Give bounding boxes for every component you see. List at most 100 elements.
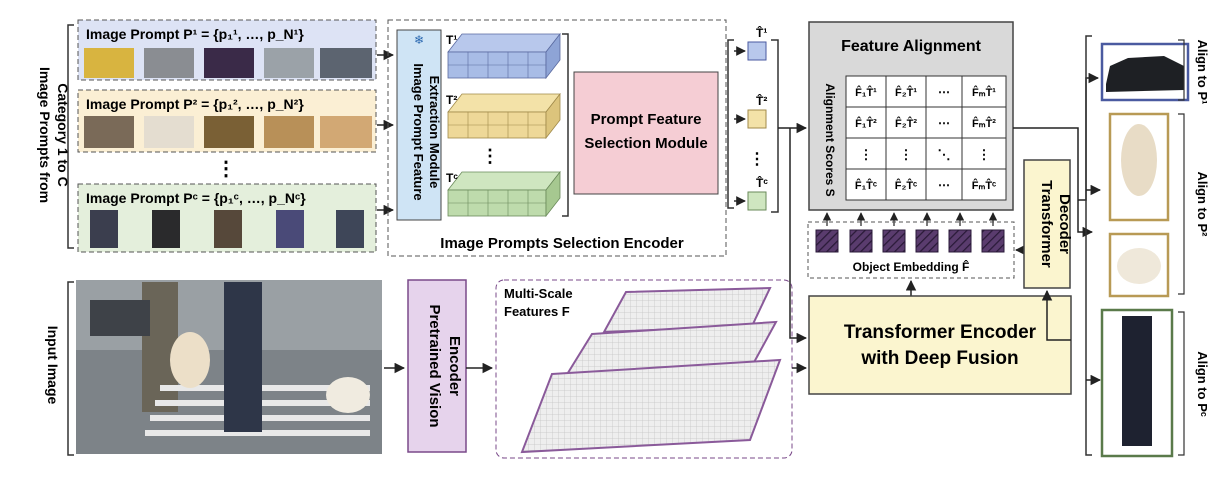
output-bracket (1085, 35, 1092, 456)
dog-thumb-3 (204, 116, 254, 148)
arrow-alignment-to-output (1013, 127, 1094, 238)
person-thumb-3 (214, 210, 242, 248)
matrix-cell-0-1: F̂₂T̂¹ (895, 86, 917, 99)
feature-vdots: ⋮ (481, 146, 499, 166)
prompt-box-2: Image Prompt P² = {p₁², …, p_N²} (77, 89, 377, 153)
person-thumb-4 (276, 210, 304, 248)
matrix-cell-3-0: F̂₁T̂ᶜ (855, 179, 877, 192)
feature-module-line2: Extraction Module (427, 76, 442, 189)
prompt-selection-line1: Prompt Feature (591, 111, 702, 128)
vision-encoder (407, 279, 467, 453)
transformer-decoder-line2: Decoder (1056, 194, 1073, 254)
selection-encoder-caption: Image Prompts Selection Encoder (440, 235, 684, 252)
left-label-line2: Category 1 to C (55, 83, 71, 186)
dog-thumb-2 (144, 116, 194, 148)
align-bracket-1 (1178, 39, 1185, 101)
selection-encoder-border (387, 19, 727, 257)
feature-label-2: T² (446, 93, 457, 107)
transformer-decoder-line1: Transformer (1038, 180, 1055, 268)
matrix-cell-3-3: F̂ₘT̂ᶜ (972, 179, 996, 192)
feature-bracket (562, 33, 569, 217)
arrow-encoder-to-decoder (1041, 289, 1071, 341)
input-image (76, 280, 382, 454)
selected-label-1: T̂¹ (756, 25, 767, 40)
feature-block-c (447, 170, 561, 218)
alignment-matrix: F̂₁T̂¹ F̂₂T̂¹ ⋯ F̂ₘT̂¹ F̂₁T̂² F̂₂T̂² ⋯ F… (845, 75, 1007, 201)
matrix-cell-2-2: ⋱ (938, 147, 951, 162)
embedding-up-arrows (822, 212, 998, 226)
object-embedding-label: Object Embedding F̂ (853, 259, 970, 274)
matrix-cell-2-0: ⋮ (860, 147, 873, 162)
feature-block-1 (447, 32, 561, 80)
selected-label-2: T̂² (756, 93, 767, 108)
selected-feature-c (747, 191, 767, 211)
matrix-cell-1-3: F̂ₘT̂² (972, 117, 996, 130)
car-thumb-5 (320, 48, 372, 78)
left-label-line1: Image Prompts from (37, 67, 53, 203)
transformer-encoder-line1: Transformer Encoder (844, 322, 1037, 343)
object-embedding-border (807, 221, 1015, 279)
transformer-encoder (808, 295, 1072, 395)
prompt-selection-line2: Selection Module (584, 135, 707, 152)
transformer-decoder (1023, 159, 1071, 289)
matrix-cell-3-2: ⋯ (938, 178, 950, 192)
person-thumb-1 (90, 210, 118, 248)
matrix-cell-0-3: F̂ₘT̂¹ (972, 86, 996, 99)
prompt-box-1: Image Prompt P¹ = {p₁¹, …, p_N¹} (77, 19, 377, 81)
multiscale-feature-maps (520, 286, 782, 454)
left-bracket-top (67, 24, 74, 249)
output-car (1100, 42, 1190, 102)
dog-thumb-4 (264, 116, 314, 148)
car-thumb-3 (204, 48, 254, 78)
car-thumb-4 (264, 48, 314, 78)
person-thumb-5 (336, 210, 364, 248)
matrix-cell-0-2: ⋯ (938, 85, 950, 99)
arrow-to-encoder (789, 128, 808, 344)
selected-bracket (771, 39, 779, 213)
prompt-label-1: Image Prompt P¹ = {p₁¹, …, p_N¹} (86, 26, 304, 42)
object-embedding-tokens (815, 229, 1005, 253)
feature-alignment-title: Feature Alignment (841, 38, 982, 55)
transformer-encoder-line2: with Deep Fusion (860, 348, 1018, 369)
left-bracket-bottom (67, 281, 74, 456)
arrow-output-top (1078, 72, 1100, 201)
prompt-label-c: Image Prompt Pᶜ = {p₁ᶜ, …, p_Nᶜ} (86, 190, 306, 206)
matrix-cell-0-0: F̂₁T̂¹ (855, 86, 877, 99)
alignment-scores-label: Alignment Scores S (823, 83, 837, 196)
dog-thumb-5 (320, 116, 372, 148)
feature-module-line1: Image Prompt Feature (411, 63, 426, 200)
prompt-label-2: Image Prompt P² = {p₁², …, p_N²} (86, 96, 304, 112)
align-label-c: Align to Pᶜ (1195, 351, 1210, 417)
matrix-cell-1-0: F̂₁T̂² (855, 117, 877, 130)
align-bracket-c (1178, 311, 1185, 456)
vision-encoder-line1: Pretrained Vision (426, 304, 443, 427)
align-label-2: Align to P² (1195, 172, 1210, 238)
feature-block-2 (447, 92, 561, 140)
feature-label-c: Tᶜ (446, 171, 458, 185)
matrix-cell-2-3: ⋮ (978, 147, 991, 162)
selected-feature-1 (747, 41, 767, 61)
output-dog-2 (1108, 232, 1170, 298)
multiscale-line2: Features F (504, 304, 570, 319)
prompt-vdots: ⋮ (216, 158, 236, 180)
multiscale-line1: Multi-Scale (504, 286, 573, 301)
car-thumb-2 (144, 48, 194, 78)
selected-vdots: ⋮ (749, 151, 765, 168)
feature-extraction-module (396, 29, 442, 221)
selected-feature-2 (747, 109, 767, 129)
feature-label-1: T¹ (446, 33, 457, 47)
selection-right-bracket (727, 39, 734, 209)
vision-encoder-line2: Encoder (446, 336, 463, 396)
car-thumb-1 (84, 48, 134, 78)
matrix-cell-2-1: ⋮ (900, 147, 913, 162)
selected-label-c: T̂ᶜ (756, 175, 768, 190)
multiscale-border (495, 279, 793, 459)
prompt-selection-module (573, 71, 719, 195)
input-image-label: Input Image (45, 326, 61, 405)
matrix-cell-1-1: F̂₂T̂² (895, 117, 917, 130)
output-dog-1 (1108, 112, 1170, 222)
matrix-cell-3-1: F̂₂T̂ᶜ (895, 179, 918, 192)
snowflake-icon: ❄ (414, 33, 424, 47)
